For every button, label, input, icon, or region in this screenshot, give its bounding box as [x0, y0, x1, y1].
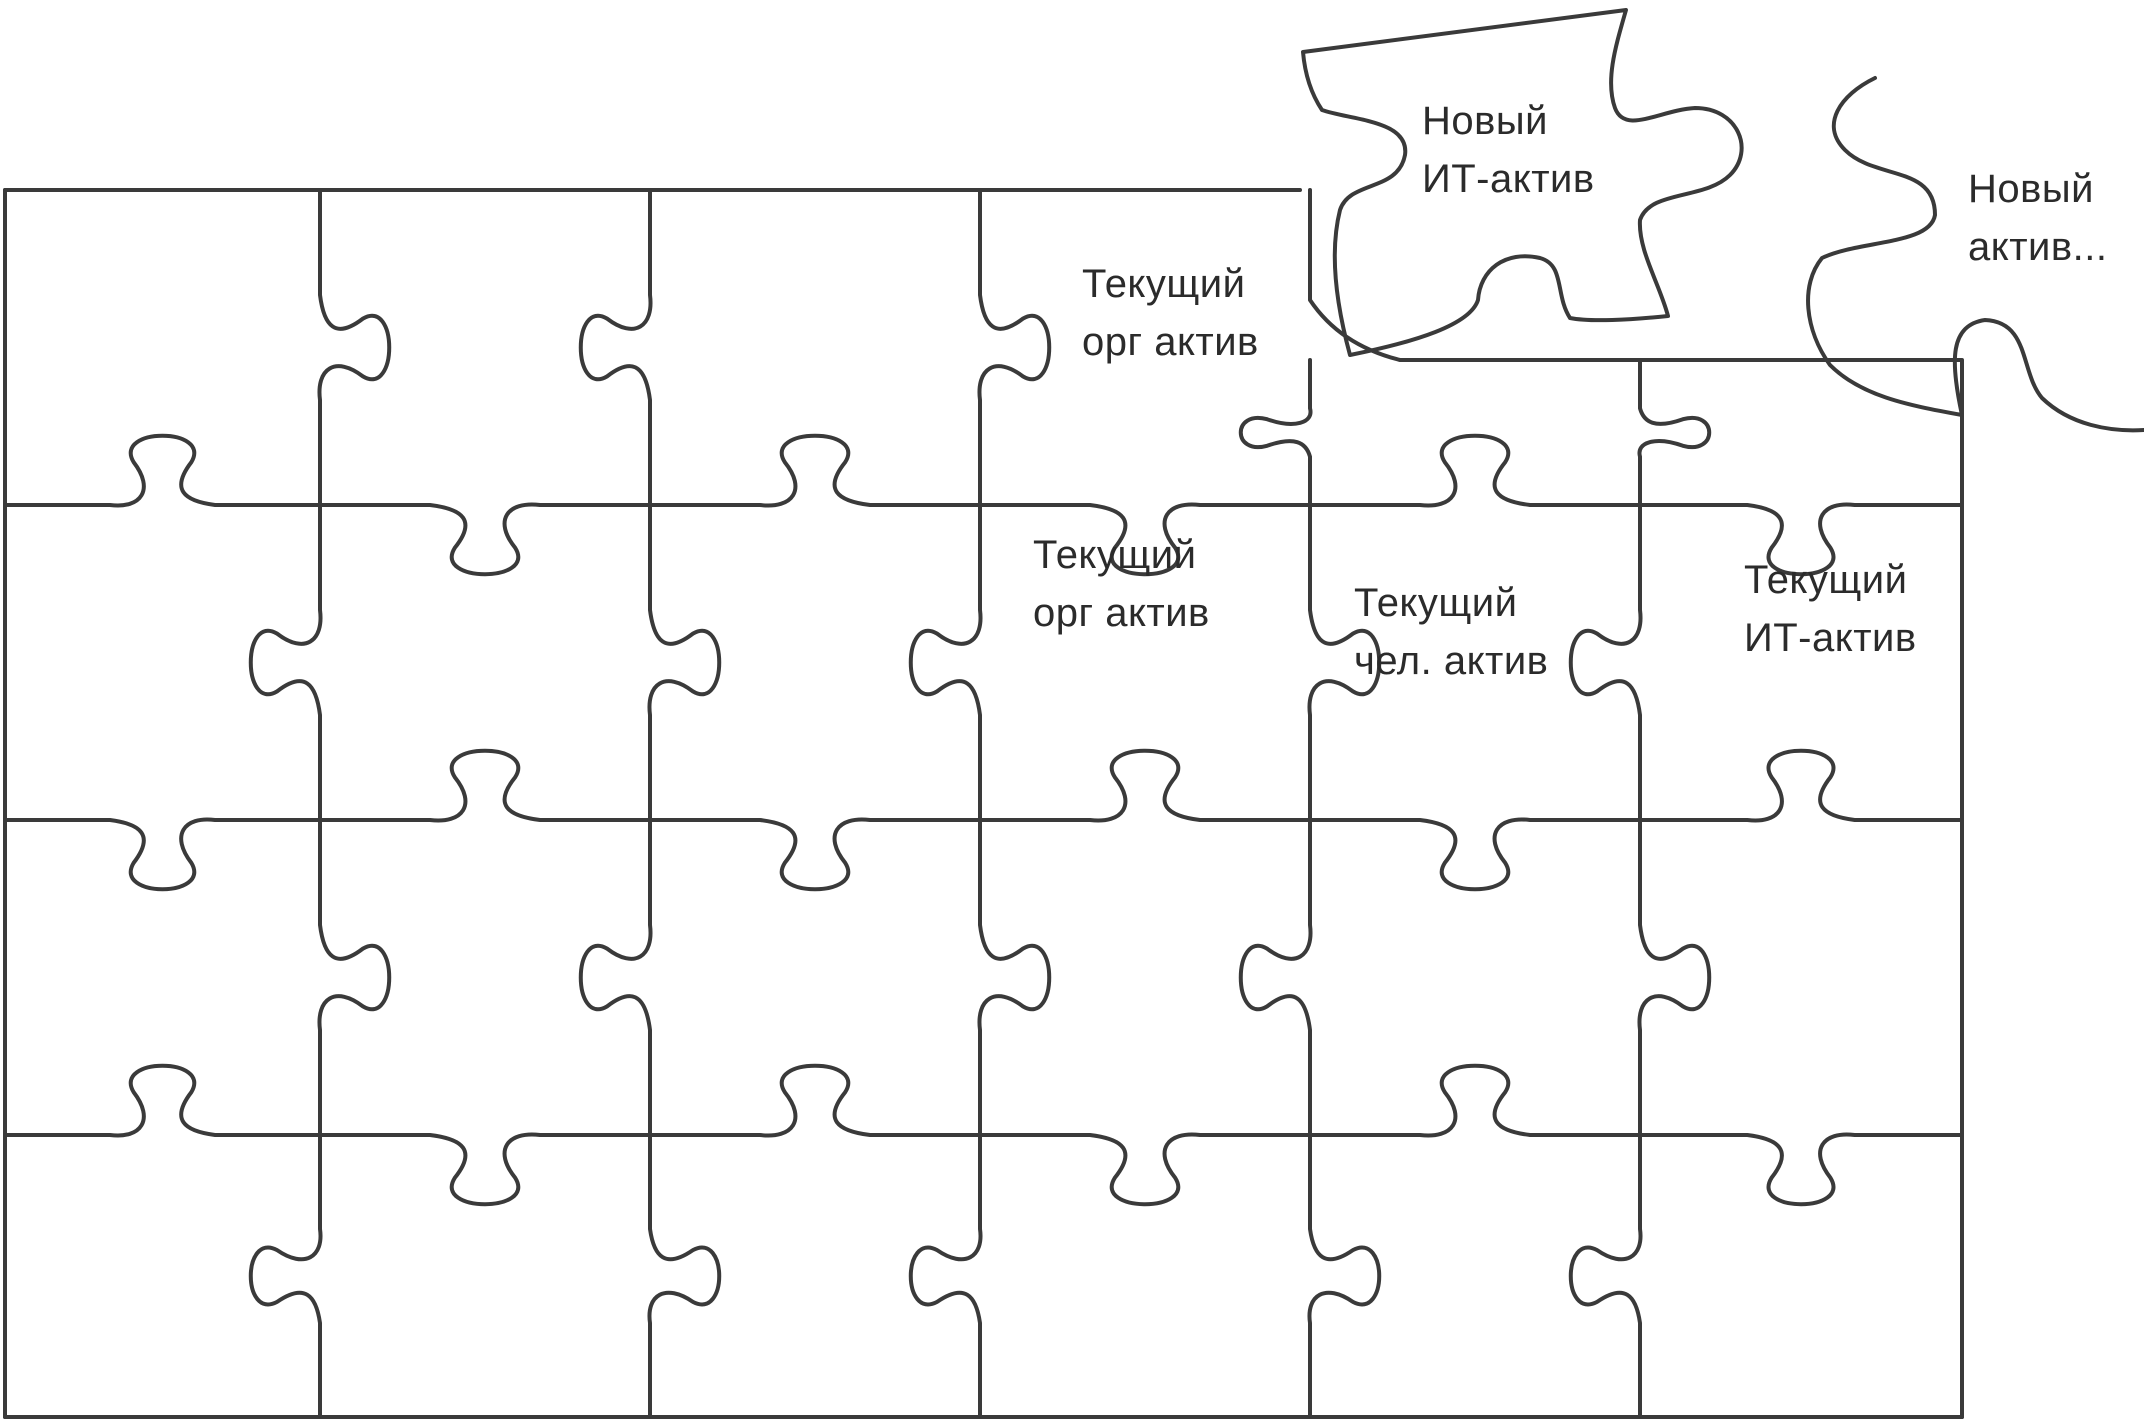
- row-seam: [5, 1066, 1962, 1204]
- column-seam: [581, 190, 719, 1417]
- new-it-asset-label: Новый ИТ-актив: [1422, 92, 1595, 208]
- missing-slot-outline: [1310, 190, 1962, 420]
- vertical-piece-seams: [251, 190, 1709, 1417]
- label-line: ИТ-актив: [1744, 609, 1917, 667]
- column-seam: [911, 190, 1049, 1417]
- column-seam: [1241, 360, 1379, 1417]
- label-line: ИТ-актив: [1422, 150, 1595, 208]
- label-line: Текущий: [1744, 551, 1917, 609]
- column-seam: [251, 190, 389, 1417]
- column-seam: [1571, 360, 1709, 1417]
- label-line: Текущий: [1033, 526, 1210, 584]
- horizontal-piece-seams: [5, 436, 1962, 1204]
- current-org-asset-label: Текущий орг актив: [1082, 255, 1259, 371]
- label-line: орг актив: [1082, 313, 1259, 371]
- current-org-asset-label: Текущий орг актив: [1033, 526, 1210, 642]
- label-line: Новый: [1422, 92, 1595, 150]
- row-seam: [5, 751, 1962, 889]
- label-line: актив...: [1968, 218, 2107, 276]
- label-line: Новый: [1968, 160, 2107, 218]
- row-seam: [5, 436, 1962, 574]
- label-line: Текущий: [1354, 574, 1548, 632]
- label-line: чел. актив: [1354, 632, 1548, 690]
- current-it-asset-label: Текущий ИТ-актив: [1744, 551, 1917, 667]
- label-line: Текущий: [1082, 255, 1259, 313]
- current-human-asset-label: Текущий чел. актив: [1354, 574, 1548, 690]
- label-line: орг актив: [1033, 584, 1210, 642]
- new-asset-label: Новый актив...: [1968, 160, 2107, 276]
